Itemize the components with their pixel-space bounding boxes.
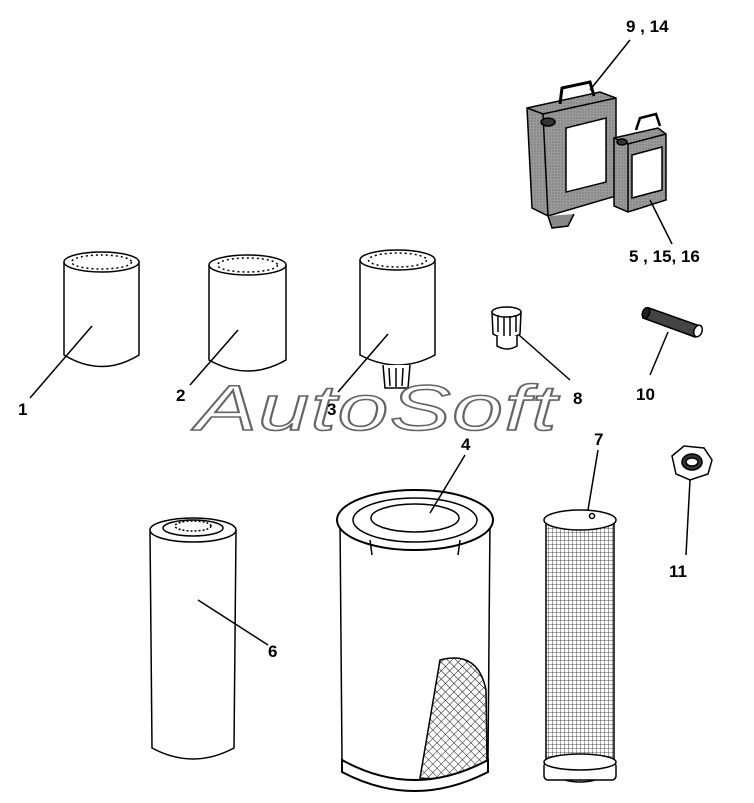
watermark-text: AutoSoft [190,372,559,444]
callout-4: 4 [461,435,471,454]
callout-2: 2 [176,386,185,405]
callout-11: 11 [669,562,687,581]
callout-9-14: 9 , 14 [626,17,669,36]
filter-part-2 [189,254,287,386]
filter-part-1 [29,251,140,399]
cap-part-8 [491,306,571,381]
callout-8: 8 [573,389,582,408]
air-filter-part-4 [336,454,494,792]
oil-canisters-part-9-5 [526,39,673,245]
pin-part-10 [641,306,704,376]
callout-5-15-16: 5 , 15, 16 [629,247,700,266]
callout-7: 7 [594,430,603,449]
callout-3: 3 [327,400,336,419]
filter-part-3 [337,249,436,393]
callout-6: 6 [268,642,277,661]
callout-10: 10 [636,385,655,404]
filter-part-6 [149,517,269,760]
air-filter-part-7 [543,449,617,783]
nut-part-11 [671,445,713,556]
callout-1: 1 [18,400,27,419]
